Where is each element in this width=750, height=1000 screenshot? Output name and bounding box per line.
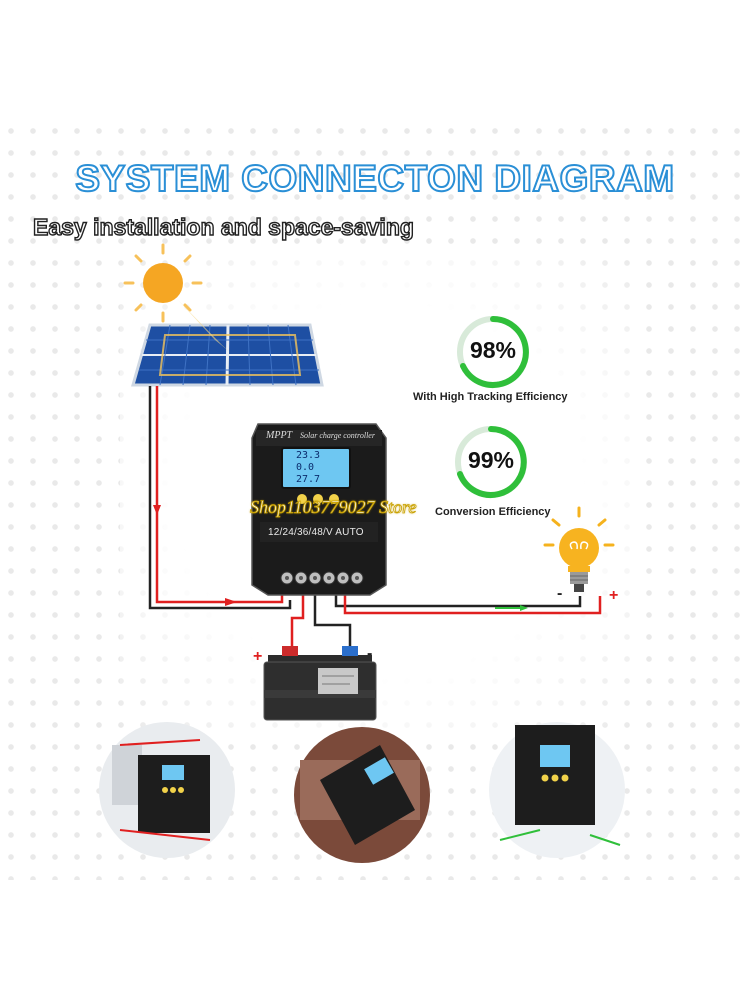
mppt-controller (251, 423, 387, 596)
lcd-line-3: 27.7 (296, 474, 321, 485)
sun-icon (123, 243, 203, 323)
page-title: SYSTEM CONNECTON DIAGRAM (74, 157, 675, 200)
battery (263, 646, 377, 721)
lcd-screen (281, 447, 351, 489)
efficiency-ring-99 (455, 426, 527, 498)
installation-photo-1 (99, 722, 235, 858)
battery-minus-sign: - (367, 645, 373, 662)
installation-photo-3 (489, 722, 625, 858)
lamp-minus-sign: - (557, 585, 563, 602)
installation-photo-2 (294, 727, 430, 863)
lamp-plus-sign: + (609, 587, 619, 604)
battery-wires (290, 592, 352, 646)
efficiency-label-tracking: With High Tracking Efficiency (413, 391, 568, 403)
solar-panel (131, 300, 324, 387)
store-watermark: Shop1103779027 Store (250, 497, 417, 518)
battery-plus-sign: + (253, 648, 263, 665)
controller-voltage-label: 12/24/36/48/V AUTO (268, 527, 364, 538)
efficiency-value-tracking: 98% (469, 337, 517, 363)
page-subtitle: Easy installation and space-saving (32, 213, 414, 240)
efficiency-label-conversion: Conversion Efficiency (435, 506, 551, 518)
lamp-wires (334, 592, 602, 615)
lcd-line-1: 23.3 (296, 450, 321, 461)
efficiency-ring-98 (457, 316, 529, 388)
light-bulb-icon (543, 506, 615, 592)
panel-wires (148, 386, 292, 610)
controller-name: Solar charge controller (300, 431, 375, 440)
efficiency-value-conversion: 99% (467, 447, 515, 473)
lcd-line-2: 0.0 (296, 462, 315, 473)
controller-brand: MPPT (266, 430, 293, 441)
